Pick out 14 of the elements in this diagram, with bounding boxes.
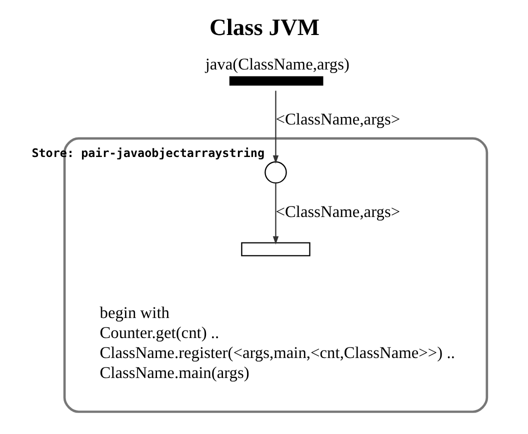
label: begin with <box>100 303 170 322</box>
edge-label: <ClassName,args> <box>276 110 400 129</box>
node-circle <box>264 161 287 184</box>
edge-label: <ClassName,args> <box>276 202 400 222</box>
arrow <box>272 90 279 164</box>
node-box <box>241 242 310 256</box>
node-label: Store: pair-javaobjectarraystring <box>32 146 265 160</box>
node-bar <box>229 76 324 86</box>
label: Counter.get(cnt) .. <box>100 323 220 342</box>
label: ClassName.register(<args,main,<cnt,ClassName>>) .. <box>100 343 455 362</box>
node-label: java(ClassName,args) <box>205 54 350 74</box>
arrow <box>272 183 279 245</box>
diagram-title: Class JVM <box>209 15 320 42</box>
label: ClassName.main(args) <box>100 362 250 382</box>
